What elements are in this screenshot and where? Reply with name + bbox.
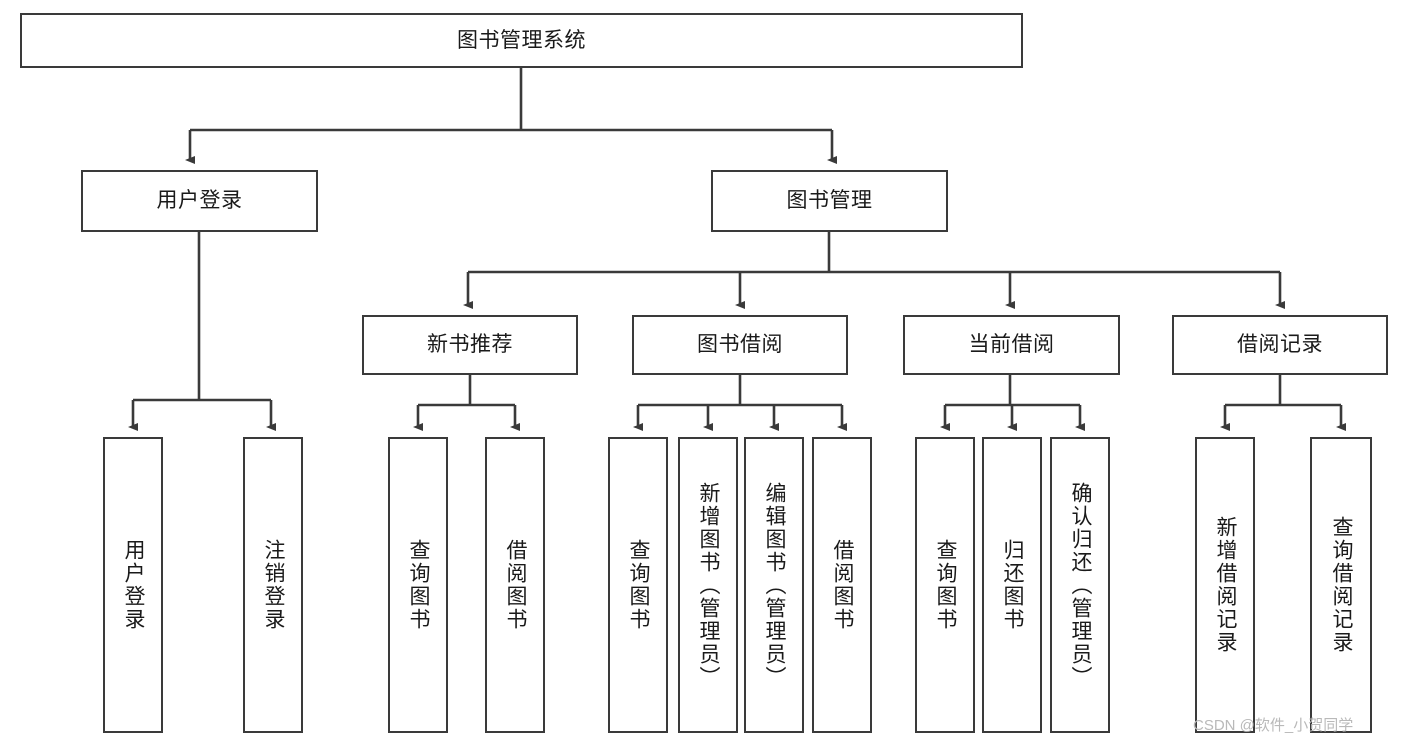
- leaf-query-book-current[interactable]: 查询图书: [915, 437, 975, 733]
- leaf-query-borrow-record-label: 查询借阅记录: [1330, 516, 1354, 654]
- leaf-query-borrow-record[interactable]: 查询借阅记录: [1310, 437, 1372, 733]
- node-user-login-label: 用户登录: [156, 189, 243, 213]
- node-root[interactable]: 图书管理系统: [20, 13, 1023, 68]
- leaf-borrow-book-recommend-label: 借阅图书: [504, 539, 528, 631]
- leaf-query-book-recommend[interactable]: 查询图书: [388, 437, 448, 733]
- node-book-management-label: 图书管理: [786, 189, 873, 213]
- leaf-user-login-label: 用户登录: [122, 539, 146, 631]
- leaf-query-book-recommend-label: 查询图书: [407, 539, 431, 631]
- node-book-borrow-label: 图书借阅: [697, 333, 783, 357]
- leaf-query-book-borrow[interactable]: 查询图书: [608, 437, 668, 733]
- leaf-user-login[interactable]: 用户登录: [103, 437, 163, 733]
- leaf-logout-label: 注销登录: [262, 539, 286, 631]
- leaf-borrow-book[interactable]: 借阅图书: [812, 437, 872, 733]
- node-borrow-record[interactable]: 借阅记录: [1172, 315, 1388, 375]
- leaf-add-book-admin[interactable]: 新增图书（管理员）: [678, 437, 738, 733]
- leaf-confirm-return-admin-label: 确认归还（管理员）: [1069, 481, 1093, 689]
- leaf-borrow-book-recommend[interactable]: 借阅图书: [485, 437, 545, 733]
- node-borrow-record-label: 借阅记录: [1237, 333, 1323, 357]
- leaf-edit-book-admin[interactable]: 编辑图书（管理员）: [744, 437, 804, 733]
- watermark: CSDN @软件_小贺同学: [1193, 717, 1354, 734]
- leaf-add-borrow-record-label: 新增借阅记录: [1214, 516, 1238, 654]
- leaf-borrow-book-label: 借阅图书: [831, 539, 855, 631]
- node-new-book-recommend[interactable]: 新书推荐: [362, 315, 578, 375]
- leaf-return-book[interactable]: 归还图书: [982, 437, 1042, 733]
- node-new-book-recommend-label: 新书推荐: [427, 333, 513, 357]
- node-current-borrow-label: 当前借阅: [968, 333, 1055, 357]
- leaf-logout[interactable]: 注销登录: [243, 437, 303, 733]
- node-user-login[interactable]: 用户登录: [81, 170, 318, 232]
- leaf-query-book-borrow-label: 查询图书: [627, 539, 651, 631]
- leaf-confirm-return-admin[interactable]: 确认归还（管理员）: [1050, 437, 1110, 733]
- leaf-return-book-label: 归还图书: [1001, 539, 1025, 631]
- leaf-edit-book-admin-label: 编辑图书（管理员）: [763, 481, 787, 689]
- node-book-borrow[interactable]: 图书借阅: [632, 315, 848, 375]
- leaf-add-book-admin-label: 新增图书（管理员）: [697, 481, 721, 689]
- node-root-label: 图书管理系统: [457, 28, 586, 52]
- leaf-add-borrow-record[interactable]: 新增借阅记录: [1195, 437, 1255, 733]
- node-book-management[interactable]: 图书管理: [711, 170, 948, 232]
- node-current-borrow[interactable]: 当前借阅: [903, 315, 1120, 375]
- leaf-query-book-current-label: 查询图书: [934, 539, 958, 631]
